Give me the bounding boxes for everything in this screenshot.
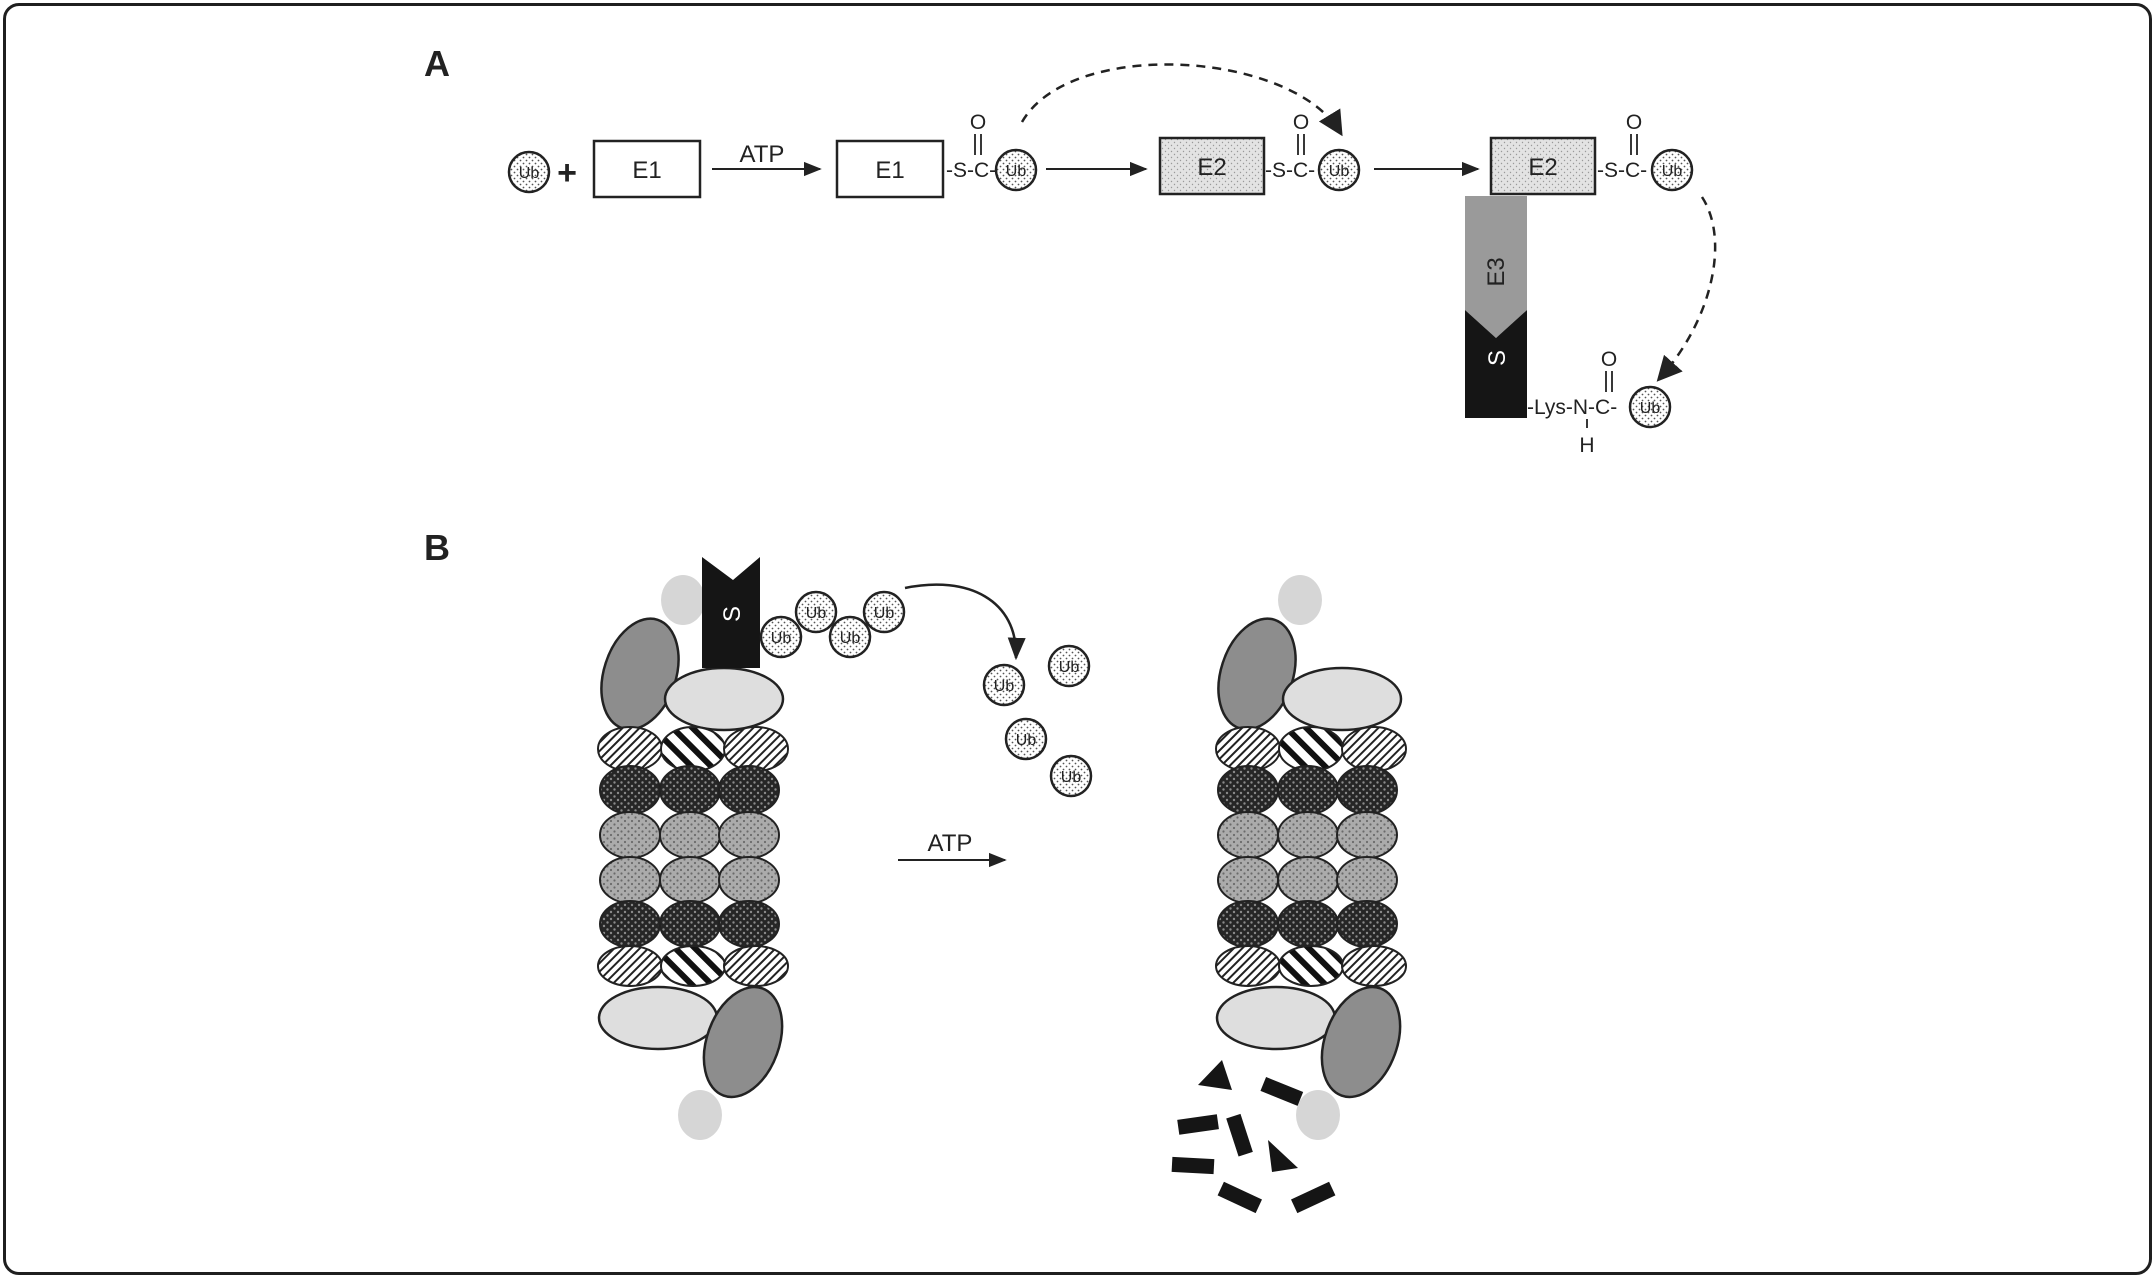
- e1-charged-label: E1: [875, 157, 904, 184]
- e1-label: E1: [632, 157, 661, 184]
- ubiquitin-chain-4: Ub: [862, 590, 906, 634]
- e3-ligase: E3: [1465, 196, 1527, 338]
- thioester-e2: -S-C-: [1265, 159, 1315, 182]
- svg-text:Ub: Ub: [840, 630, 861, 647]
- ubiquitin-attached: Ub: [1628, 385, 1672, 429]
- panel-a-label: A: [424, 43, 450, 84]
- carbonyl-o-isopeptide: O: [1601, 348, 1617, 371]
- peptide-fragment: [1177, 1114, 1219, 1135]
- ubiquitin-e2: Ub: [1317, 148, 1361, 192]
- e2-box-complex: E2: [1489, 136, 1597, 196]
- cap-lid-right: [1217, 617, 1297, 731]
- peptide-fragments: [1171, 1060, 1336, 1214]
- ubiquitin-chain-2: Ub: [794, 590, 838, 634]
- ubiquitin-e2-complex: Ub: [1650, 148, 1694, 192]
- beta-ring-middle-1-right: [1217, 811, 1398, 859]
- transfer-arrow-e1-e2: [1020, 63, 1343, 137]
- peptide-fragment: [1291, 1181, 1336, 1214]
- carbonyl-o-e2-complex: O: [1626, 111, 1642, 134]
- svg-text:Ub: Ub: [519, 165, 540, 182]
- beta-ring-middle-1: [599, 811, 780, 859]
- beta-ring-middle-2: [599, 856, 780, 904]
- svg-text:Ub: Ub: [1061, 769, 1082, 786]
- alpha-ring-bottom: [597, 945, 789, 987]
- ubiquitin-release-arrow: [904, 583, 1026, 661]
- peptide-fragment: [1226, 1113, 1253, 1157]
- peptide-fragment: [1198, 1060, 1232, 1090]
- substrate-label-b: S: [719, 606, 746, 622]
- beta-ring-middle-2-right: [1217, 856, 1398, 904]
- e1-box-charged: E1: [835, 139, 945, 199]
- cap-base: [663, 666, 785, 732]
- e2-box: E2: [1158, 136, 1266, 196]
- amide-h: H: [1579, 434, 1594, 457]
- ubiquitin-chain-3: Ub: [828, 615, 872, 659]
- carbonyl-o-e2: O: [1293, 111, 1309, 134]
- proteasome-left: S Ub Ub Ub Ub: [597, 557, 906, 1140]
- svg-text:Ub: Ub: [1640, 400, 1661, 417]
- ubiquitin-e1: Ub: [994, 148, 1038, 192]
- svg-text:Ub: Ub: [1006, 163, 1027, 180]
- beta-ring-top: [599, 765, 780, 815]
- svg-text:Ub: Ub: [1329, 163, 1350, 180]
- transfer-arrow-to-substrate: [1656, 196, 1717, 382]
- thioester-e2-complex: -S-C-: [1597, 159, 1647, 182]
- alpha-ring-top: [597, 726, 789, 772]
- alpha-ring-top-right: [1215, 726, 1407, 772]
- figure-frame: [3, 3, 2152, 1275]
- ubiquitin-released-1: Ub: [982, 663, 1026, 707]
- atp-label-b: ATP: [928, 830, 973, 857]
- svg-text:Ub: Ub: [994, 678, 1015, 695]
- beta-ring-top-right: [1217, 765, 1398, 815]
- polyubiquitin-chain: Ub Ub Ub Ub: [759, 590, 906, 659]
- substrate-a: S: [1465, 310, 1527, 418]
- peptide-fragment: [1171, 1156, 1215, 1175]
- peptide-fragment: [1260, 1077, 1304, 1106]
- peptide-fragment: [1217, 1181, 1262, 1214]
- cap-base-right: [1281, 666, 1403, 732]
- beta-ring-bottom: [599, 900, 780, 948]
- cap-lid-bottom-right: [1320, 985, 1402, 1099]
- panel-b-label: B: [424, 527, 450, 568]
- proteasome-right: [1215, 575, 1407, 1140]
- cap-knob: [661, 575, 705, 625]
- e3-label: E3: [1483, 257, 1510, 286]
- plus-sign: +: [557, 154, 577, 192]
- cap-base-bottom-right: [1215, 985, 1337, 1051]
- ubiquitin-released-4: Ub: [1049, 754, 1093, 798]
- substrate-label-a: S: [1484, 350, 1511, 366]
- ubiquitin-chain-1: Ub: [759, 615, 803, 659]
- svg-text:Ub: Ub: [806, 605, 827, 622]
- ubiquitin-released-2: Ub: [1047, 644, 1091, 688]
- svg-text:Ub: Ub: [1662, 163, 1683, 180]
- svg-text:Ub: Ub: [771, 630, 792, 647]
- alpha-ring-bottom-right: [1215, 945, 1407, 987]
- svg-text:Ub: Ub: [1059, 659, 1080, 676]
- carbonyl-o-e1: O: [970, 111, 986, 134]
- cap-knob-right: [1278, 575, 1322, 625]
- cap-lid: [600, 617, 680, 731]
- cap-lid-bottom: [702, 985, 784, 1099]
- beta-ring-bottom-right: [1217, 900, 1398, 948]
- e2-complex-label: E2: [1528, 154, 1557, 181]
- atp-label-a: ATP: [740, 141, 785, 168]
- isopeptide-label: -Lys-N-C-: [1527, 396, 1617, 419]
- e1-box: E1: [592, 139, 702, 199]
- cap-knob-bottom-right: [1296, 1090, 1340, 1140]
- svg-text:Ub: Ub: [874, 605, 895, 622]
- ubiquitin-released-3: Ub: [1004, 717, 1048, 761]
- cap-base-bottom: [597, 985, 719, 1051]
- thioester-e1: -S-C-: [946, 159, 996, 182]
- substrate-b: S: [702, 557, 760, 668]
- peptide-fragment: [1268, 1140, 1298, 1172]
- cap-knob-bottom: [678, 1090, 722, 1140]
- ubiquitin-free: Ub: [507, 150, 551, 194]
- svg-text:Ub: Ub: [1016, 732, 1037, 749]
- e2-label: E2: [1197, 154, 1226, 181]
